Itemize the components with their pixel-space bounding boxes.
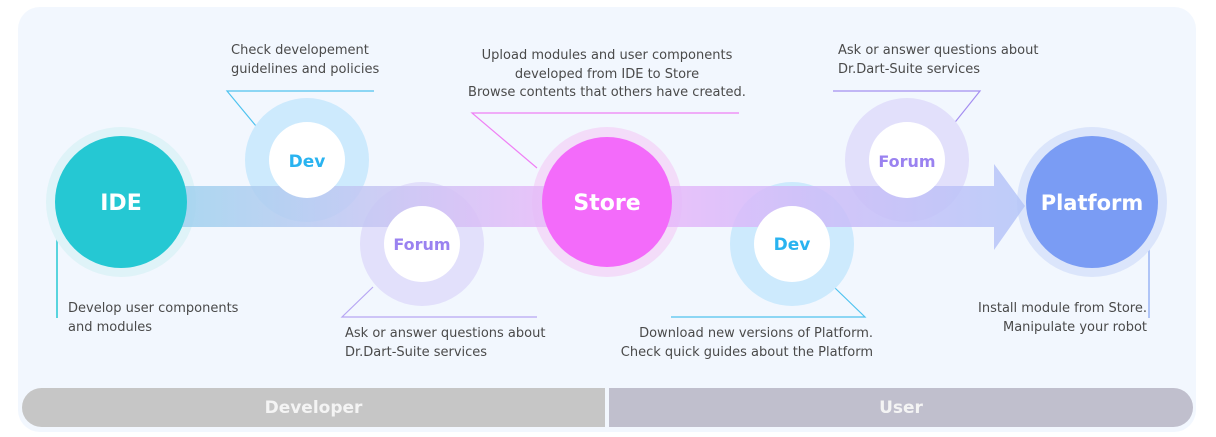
store-description: Upload modules and user components devel… <box>462 47 752 103</box>
description-line: Ask or answer questions about <box>838 43 1039 58</box>
forum-top-label: Forum <box>878 152 935 171</box>
forum-bottom-connector <box>340 286 537 318</box>
dev-bottom-label: Dev <box>774 235 811 255</box>
forum-top-connector <box>833 90 982 127</box>
dev-bottom-description: Download new versions of Platform. Check… <box>621 325 873 362</box>
description-line: developed from IDE to Store <box>514 66 700 82</box>
store-connector <box>470 112 739 169</box>
ide-node <box>55 136 187 268</box>
description-line: Upload modules and user components <box>481 48 733 63</box>
forum-bottom-description: Ask or answer questions about Dr.Dart-Su… <box>345 325 545 362</box>
platform-node <box>1026 136 1158 268</box>
forum-bottom-label: Forum <box>393 235 450 254</box>
description-line: Manipulate your robot <box>1002 319 1147 335</box>
developer-phase-bar: Developer <box>22 388 605 427</box>
description-line: guidelines and policies <box>231 61 380 77</box>
store-label: Store <box>573 191 640 216</box>
forum-top-description: Ask or answer questions about Dr.Dart-Su… <box>838 42 1038 79</box>
description-line: Install module from Store. <box>978 301 1147 316</box>
description-line: Ask or answer questions about <box>345 326 546 341</box>
description-line: and modules <box>68 319 153 335</box>
dev-top-label: Dev <box>289 152 326 172</box>
user-phase-bar: User <box>609 388 1193 427</box>
description-line: Check developement <box>231 43 369 58</box>
forum-bottom-inner <box>384 206 460 282</box>
description-line: Dr.Dart-Suite services <box>838 61 981 77</box>
dev-bottom-connector <box>671 287 867 318</box>
description-line: Develop user components <box>68 301 239 316</box>
description-line: Check quick guides about the Platform <box>620 344 873 360</box>
store-node <box>542 137 672 267</box>
dev-top-connector <box>225 90 374 127</box>
dev-top-inner <box>269 122 345 198</box>
user-phase-label: User <box>879 397 923 418</box>
developer-phase-label: Developer <box>264 397 363 418</box>
ide-description: Develop user components and modules <box>68 300 238 337</box>
description-line: Browse contents that others have created… <box>468 85 746 100</box>
forum-top-inner <box>869 122 945 198</box>
platform-label: Platform <box>1041 191 1144 215</box>
dev-top-description: Check developement guidelines and polici… <box>231 42 379 79</box>
description-line: Download new versions of Platform. <box>639 326 873 341</box>
ide-label: IDE <box>100 191 141 216</box>
dev-bottom-inner <box>754 206 830 282</box>
description-line: Dr.Dart-Suite services <box>345 344 488 360</box>
platform-description: Install module from Store. Manipulate yo… <box>978 300 1147 337</box>
